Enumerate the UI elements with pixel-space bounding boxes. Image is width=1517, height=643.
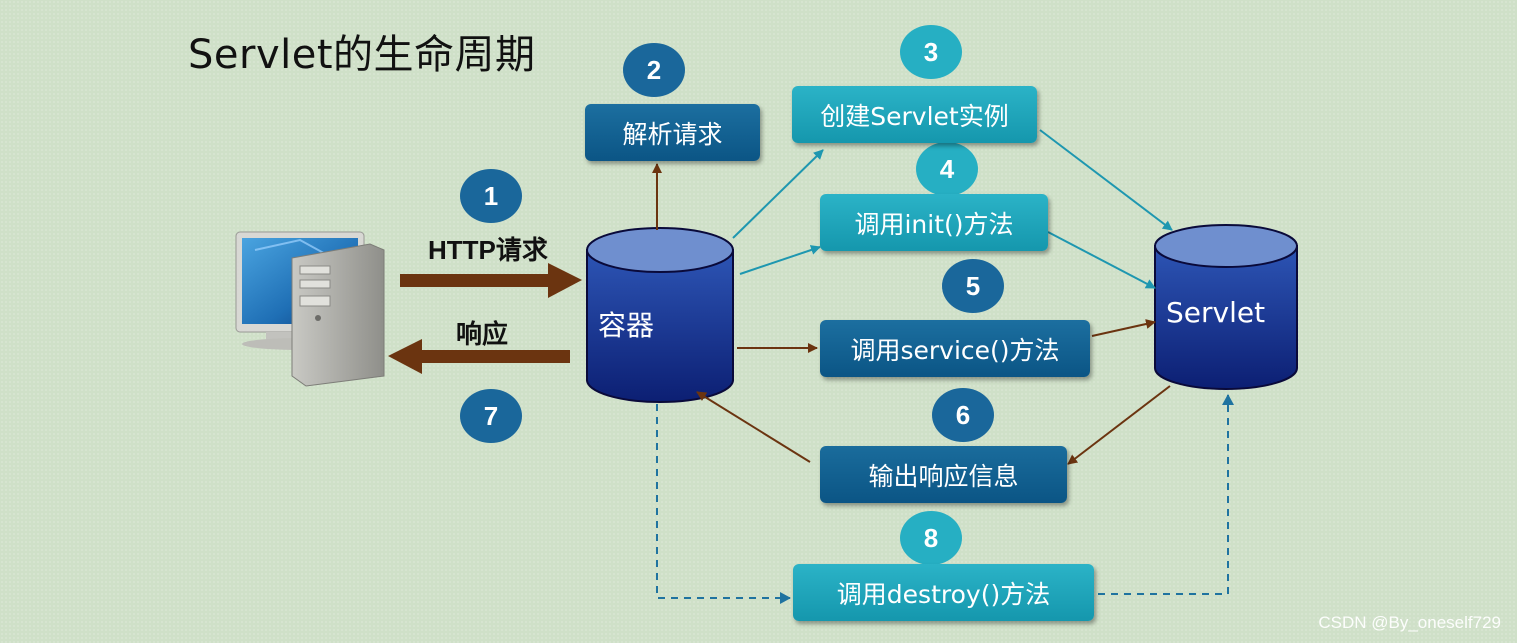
init-to-servlet-arrow — [1047, 231, 1156, 289]
step-badge-1: 1 — [460, 169, 522, 223]
step-badge-3: 3 — [900, 25, 962, 79]
response-arrow — [388, 339, 570, 374]
servlet-label: Servlet — [1166, 296, 1266, 329]
destroy-to-servlet-dashed-arrow — [1098, 394, 1234, 595]
step-badge-5: 5 — [942, 259, 1004, 313]
step-badge-8: 8 — [900, 511, 962, 565]
step-badge-6: 6 — [932, 388, 994, 442]
container-cylinder — [586, 227, 734, 403]
http-request-label: HTTP请求 — [428, 235, 548, 265]
step-badge-2: 2 — [623, 43, 685, 97]
desktop-computer-icon — [235, 231, 385, 387]
create-instance-box: 创建Servlet实例 — [792, 86, 1037, 143]
parse-request-box: 解析请求 — [585, 104, 760, 161]
step-badge-4: 4 — [916, 142, 978, 196]
page-title: Servlet的生命周期 — [188, 32, 536, 78]
container-to-init-arrow — [739, 245, 821, 275]
output-to-container-arrow — [696, 391, 811, 463]
service-to-servlet-arrow — [1091, 319, 1156, 337]
servlet-to-output-arrow — [1067, 385, 1171, 465]
watermark: CSDN @By_oneself729 — [1318, 613, 1501, 632]
call-service-box: 调用service()方法 — [820, 320, 1090, 377]
call-init-box: 调用init()方法 — [820, 194, 1048, 251]
call-destroy-box: 调用destroy()方法 — [793, 564, 1094, 621]
servlet-cylinder — [1154, 224, 1298, 390]
request-arrow — [400, 263, 582, 298]
output-response-box: 输出响应信息 — [820, 446, 1067, 503]
container-label: 容器 — [598, 309, 655, 342]
response-label: 响应 — [456, 319, 509, 349]
create-to-servlet-arrow — [1039, 129, 1173, 231]
container-to-create-arrow — [732, 149, 824, 239]
step-badge-7: 7 — [460, 389, 522, 443]
container-to-destroy-dashed-arrow — [656, 404, 791, 604]
